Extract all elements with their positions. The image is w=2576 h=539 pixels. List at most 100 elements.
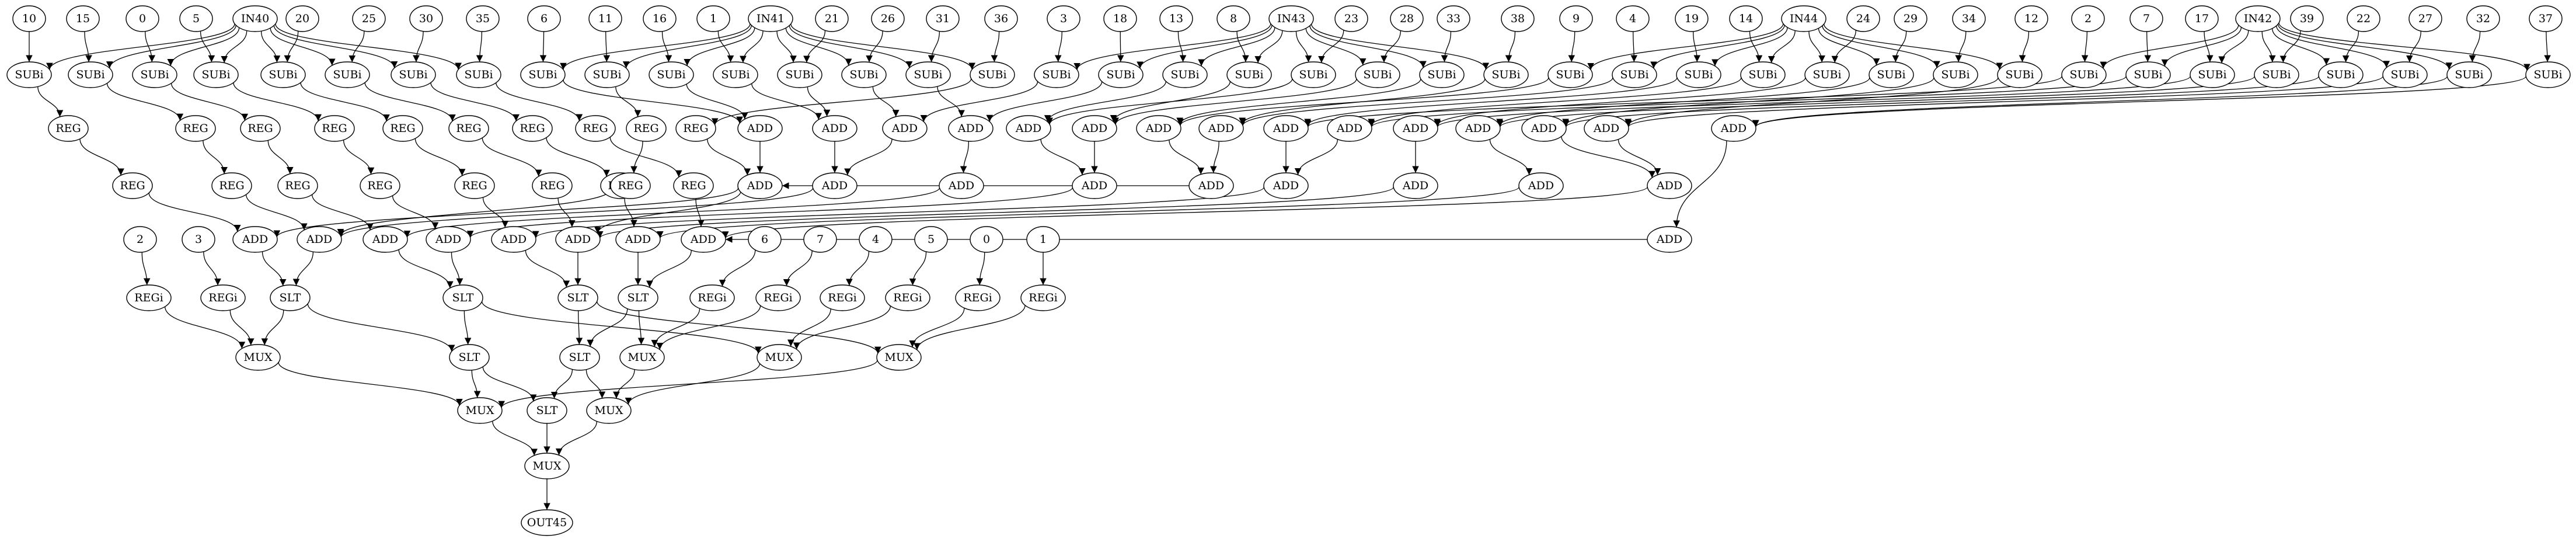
edge-in42-to-s35	[2218, 30, 2249, 64]
node-b1: ADD	[737, 172, 783, 199]
edge-c18-to-s18	[1117, 31, 1124, 62]
node-ellipse	[532, 172, 573, 199]
node-ellipse	[297, 226, 342, 253]
node-b10: ADD	[1647, 226, 1692, 253]
node-label: ADD	[625, 233, 651, 246]
node-label: SUBi	[2262, 68, 2291, 81]
edge-r7a-to-r7b	[546, 137, 610, 177]
node-r3a: REG	[240, 115, 281, 142]
node-ellipse	[1355, 61, 1400, 88]
node-b8: ADD	[1518, 172, 1564, 199]
edge-s11-to-a1	[686, 84, 748, 120]
edge-c32-to-s39	[2469, 31, 2481, 62]
node-label: 10	[22, 12, 36, 25]
edge-r9a-to-r9b	[630, 141, 643, 173]
node-ellipse	[2235, 5, 2281, 32]
node-ellipse	[1226, 61, 1272, 88]
node-label: SUBi	[140, 68, 169, 81]
edge-r2b-to-d2	[246, 194, 308, 231]
node-ellipse	[610, 172, 651, 199]
edge-m3-to-m6	[625, 363, 761, 405]
edge-in40-to-s8	[275, 23, 462, 70]
node-c16: 16	[643, 5, 677, 32]
node-label: REG	[539, 179, 564, 192]
node-ellipse	[1437, 5, 1470, 32]
node-label: SUBi	[2455, 68, 2483, 81]
node-ellipse	[200, 284, 246, 311]
node-s1: SUBi	[6, 61, 52, 88]
node-ellipse	[588, 5, 622, 32]
node-s14: SUBi	[841, 61, 887, 88]
node-label: 20	[295, 12, 309, 25]
node-label: MUX	[533, 460, 562, 472]
node-ellipse	[1188, 172, 1234, 199]
edge-s31-to-a13	[1562, 77, 1934, 126]
node-ellipse	[454, 172, 495, 199]
edge-a15-to-b10	[1673, 140, 1727, 228]
node-ellipse	[876, 344, 922, 371]
edge-s32-to-a14	[1625, 77, 1999, 126]
node-label: SUBi	[1042, 68, 1071, 81]
edge-c3a-to-s17	[1054, 31, 1062, 62]
node-c33: 33	[1437, 5, 1470, 32]
node-label: MUX	[765, 351, 794, 364]
node-ellipse	[391, 61, 436, 88]
node-ellipse	[841, 61, 887, 88]
node-ellipse	[68, 61, 113, 88]
edge-c8-to-s20	[1236, 31, 1249, 62]
node-d5: ADD	[491, 226, 536, 253]
node-k2: 2	[123, 226, 157, 253]
node-ellipse	[527, 5, 561, 32]
edge-s13-to-a2	[807, 86, 831, 117]
node-ellipse	[232, 5, 278, 32]
edge-t2-to-t5	[463, 310, 472, 345]
node-label: 35	[476, 12, 490, 25]
node-in41: IN41	[748, 5, 793, 32]
node-label: SUBi	[1170, 68, 1199, 81]
node-ellipse	[970, 226, 1003, 253]
node-ellipse	[1393, 115, 1438, 142]
node-label: SUBi	[1556, 68, 1584, 81]
edge-s14-to-a3	[872, 86, 900, 117]
edge-c19-to-s27	[1693, 31, 1701, 62]
edge-r5a-to-r5b	[414, 138, 466, 176]
node-label: REG	[55, 122, 81, 135]
node-label: 7	[817, 233, 824, 246]
node-label: 27	[2418, 12, 2432, 25]
edge-in44-to-s25	[1587, 23, 1784, 70]
node-c18: 18	[1103, 5, 1137, 32]
edge-t2-to-m3	[481, 301, 762, 354]
node-ellipse	[442, 284, 483, 311]
node-label: 19	[1685, 12, 1699, 25]
node-ellipse	[1584, 115, 1629, 142]
node-s4: SUBi	[193, 61, 239, 88]
edge-s10-to-r9a	[615, 86, 642, 117]
node-ellipse	[270, 284, 311, 311]
node-g7: REGi	[955, 284, 1001, 311]
node-ellipse	[584, 61, 630, 88]
node-ellipse	[1263, 172, 1309, 199]
node-label: 7	[2143, 12, 2150, 25]
node-t3: SLT	[557, 284, 598, 311]
edge-c28-to-s22	[1381, 30, 1402, 62]
node-label: REG	[285, 179, 310, 192]
node-m4: MUX	[876, 344, 922, 371]
edge-in41-to-s9	[560, 23, 751, 70]
node-label: REG	[583, 122, 608, 135]
node-k6: 6	[748, 226, 782, 253]
edge-d5-to-t3	[525, 250, 570, 288]
edge-s18-to-a4	[986, 81, 1103, 122]
node-c35: 35	[466, 5, 500, 32]
edge-s5-to-r5a	[300, 82, 390, 121]
edge-c25-to-s6	[348, 31, 365, 62]
node-d4: ADD	[426, 226, 471, 253]
node-label: MUX	[244, 351, 273, 364]
node-label: 18	[1113, 12, 1127, 25]
node-ellipse	[1521, 115, 1567, 142]
node-ellipse	[426, 226, 471, 253]
edge-c14-to-s28	[1749, 31, 1763, 62]
edge-g1-to-m1	[165, 307, 246, 349]
node-label: SUBi	[1941, 68, 1970, 81]
node-label: REG	[520, 122, 545, 135]
edge-in44-to-s28	[1768, 30, 1796, 63]
